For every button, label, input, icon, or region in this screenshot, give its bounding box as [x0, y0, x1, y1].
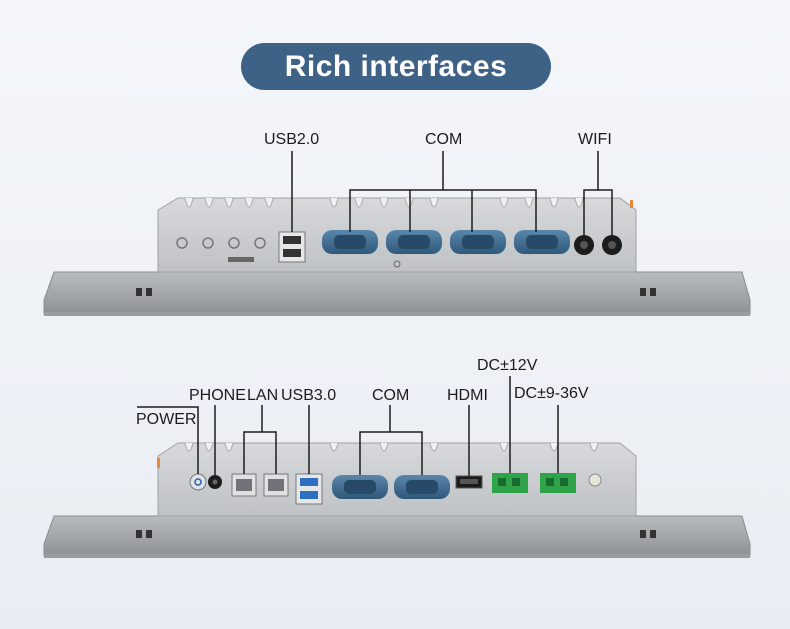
label-dc12: DC±12V	[477, 357, 538, 374]
serial-port-icon	[332, 475, 450, 499]
label-dc936: DC±9-36V	[514, 385, 589, 402]
antenna-icon	[574, 235, 622, 255]
label-power: POWER	[136, 411, 197, 428]
terminal-block-icon	[492, 473, 576, 493]
bottom-device	[43, 200, 751, 558]
label-phone: PHONE	[189, 387, 246, 404]
label-usb3: USB3.0	[281, 387, 337, 404]
label-usb2: USB2.0	[264, 131, 320, 148]
hdmi-port-icon	[455, 475, 483, 489]
usb-port-icon	[278, 231, 306, 263]
page-title: Rich interfaces	[241, 43, 551, 90]
audio-jack-icon	[208, 475, 222, 489]
ethernet-port-icon	[231, 473, 289, 497]
label-com-bottom: COM	[372, 387, 410, 404]
label-lan: LAN	[247, 387, 279, 404]
power-button-icon	[189, 473, 207, 491]
label-com-top: COM	[425, 131, 463, 148]
usb-port-icon	[295, 473, 323, 505]
label-wifi: WIFI	[578, 131, 612, 148]
serial-port-icon	[322, 230, 570, 254]
label-hdmi: HDMI	[447, 387, 488, 404]
top-device	[43, 151, 751, 316]
